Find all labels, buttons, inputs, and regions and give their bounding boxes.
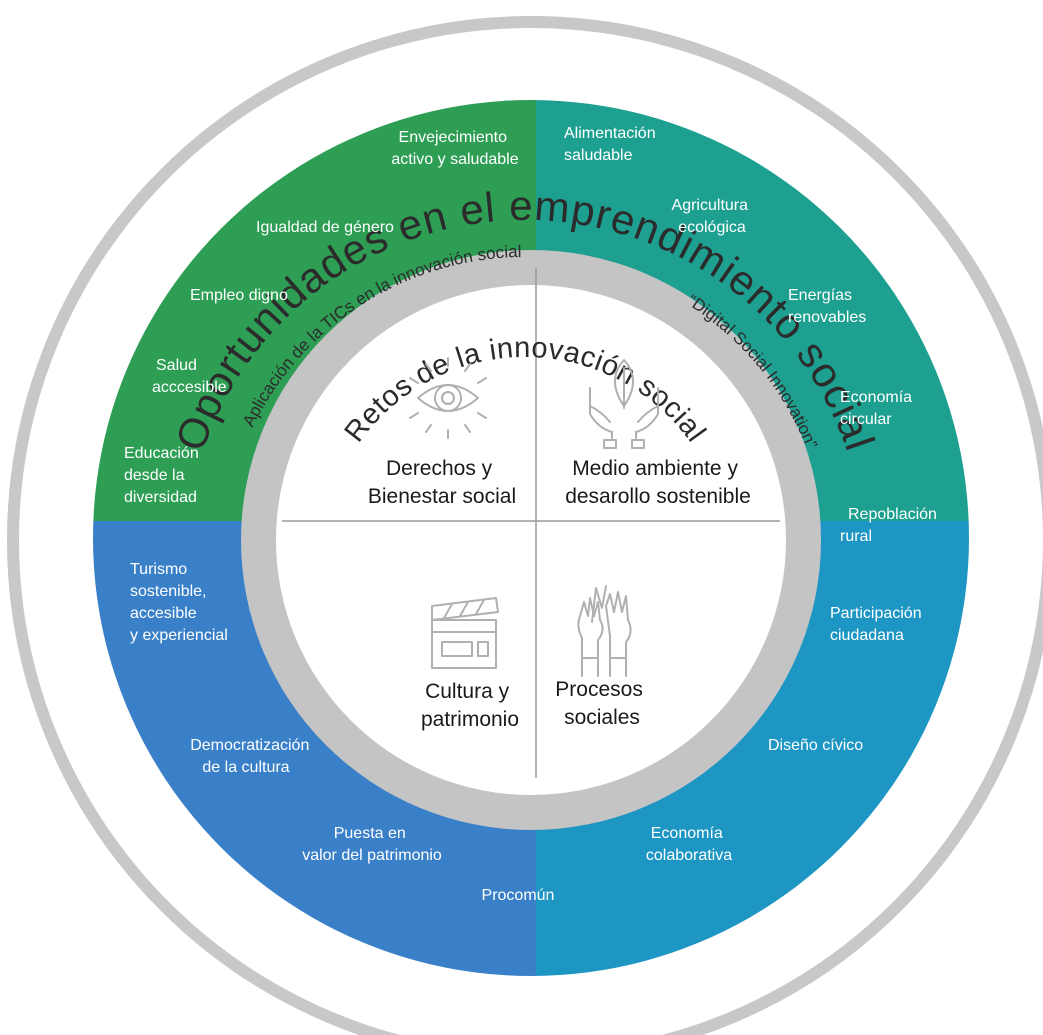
quadrant-label-environment: Medio ambiente y desarollo sostenible	[565, 457, 751, 508]
opportunity-label: Diseño cívico	[768, 737, 863, 754]
opportunity-label: Salud acccesible	[152, 357, 227, 396]
leaf-hands-icon	[589, 359, 659, 449]
opportunity-label: Economía colaborativa	[646, 825, 732, 864]
quadrant-label-culture-heritage: Cultura y patrimonio	[421, 680, 519, 731]
quadrant-label-social-processes: Procesos sociales	[555, 678, 648, 729]
teal-opportunities: Alimentación saludable Agricultura ecoló…	[564, 125, 917, 428]
quadrant-label-rights-wellbeing: Derechos y Bienestar social	[368, 457, 516, 508]
blue-left-opportunities: Turismo sostenible, accesible y experien…	[130, 561, 554, 904]
opportunity-label: Alimentación saludable	[564, 125, 660, 164]
opportunity-label: Economía circular	[840, 389, 917, 428]
opportunity-label: Envejecimiento activo y saludable	[391, 129, 518, 168]
opportunity-label: Educación desde la diversidad	[124, 445, 203, 506]
raised-hands-icon	[577, 585, 632, 677]
opportunity-label: Puesta en valor del patrimonio	[302, 825, 442, 864]
opportunity-label: Participación ciudadana	[830, 605, 926, 644]
green-opportunities: Envejecimiento activo y saludable Iguald…	[124, 129, 519, 506]
eye-icon	[409, 357, 487, 439]
opportunity-label: Repoblación rural	[840, 506, 941, 545]
opportunity-label: Empleo digno	[190, 287, 288, 304]
opportunity-label: Energías renovables	[788, 287, 866, 326]
clapperboard-icon	[431, 597, 499, 669]
blue-right-opportunities: Repoblación rural Participación ciudadan…	[646, 506, 941, 864]
opportunity-label: Igualdad de género	[256, 219, 394, 236]
opportunity-label: Turismo sostenible, accesible y experien…	[130, 561, 228, 644]
opportunity-label: Procomún	[482, 887, 555, 904]
opportunity-label: Democratización de la cultura	[190, 737, 314, 776]
opportunity-label: Agricultura ecológica	[672, 197, 753, 236]
